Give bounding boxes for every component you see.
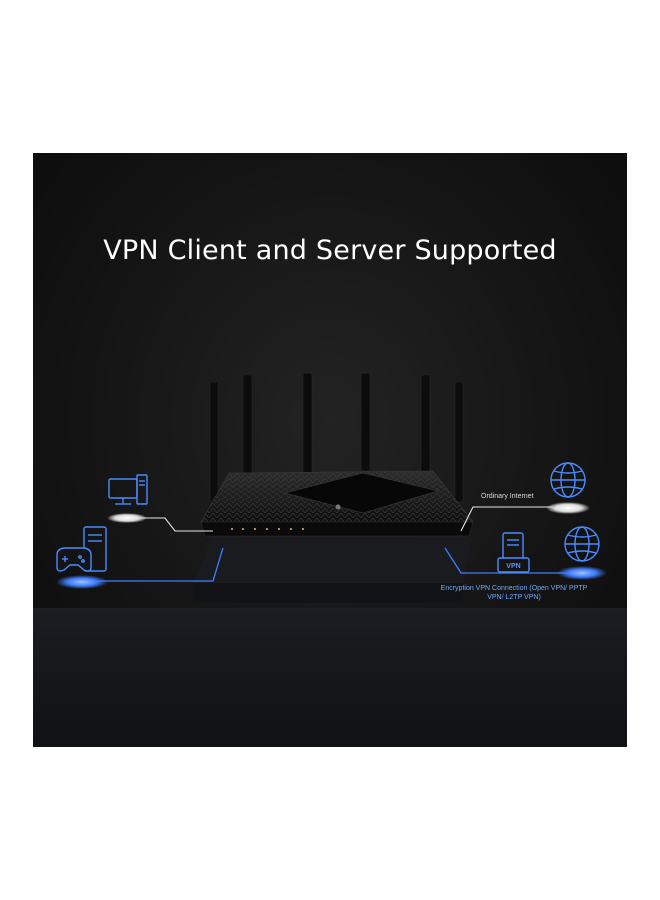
vpn-badge-label: VPN [506, 563, 520, 570]
internet-globe-icon [550, 462, 586, 498]
product-banner: VPN Client and Server Supported [33, 153, 627, 747]
game-console-icon [56, 526, 107, 572]
status-led-row [231, 528, 304, 530]
router-antennas [209, 372, 464, 503]
gaming-glow-disc [56, 575, 108, 589]
vpn-server-icon [497, 532, 530, 573]
router-body [200, 470, 474, 537]
vpn-globe-glow-disc [557, 566, 607, 580]
ordinary-internet-label: Ordinary Internet [481, 493, 534, 500]
brand-logo-icon [335, 504, 341, 510]
encryption-vpn-label: Encryption VPN Connection (Open VPN/ PPT… [440, 585, 588, 601]
network-scene: VPN [56, 372, 607, 603]
headline: VPN Client and Server Supported [103, 235, 557, 266]
floor-surface [33, 608, 627, 747]
pc-glow-disc [107, 513, 147, 523]
router-pedestal [193, 537, 473, 603]
vpn-globe-icon [564, 526, 600, 562]
vpn-connection-lines [88, 547, 583, 582]
desktop-computer-icon [108, 474, 148, 505]
ordinary-connection-lines [132, 506, 553, 532]
internet-glow-disc [546, 502, 590, 514]
